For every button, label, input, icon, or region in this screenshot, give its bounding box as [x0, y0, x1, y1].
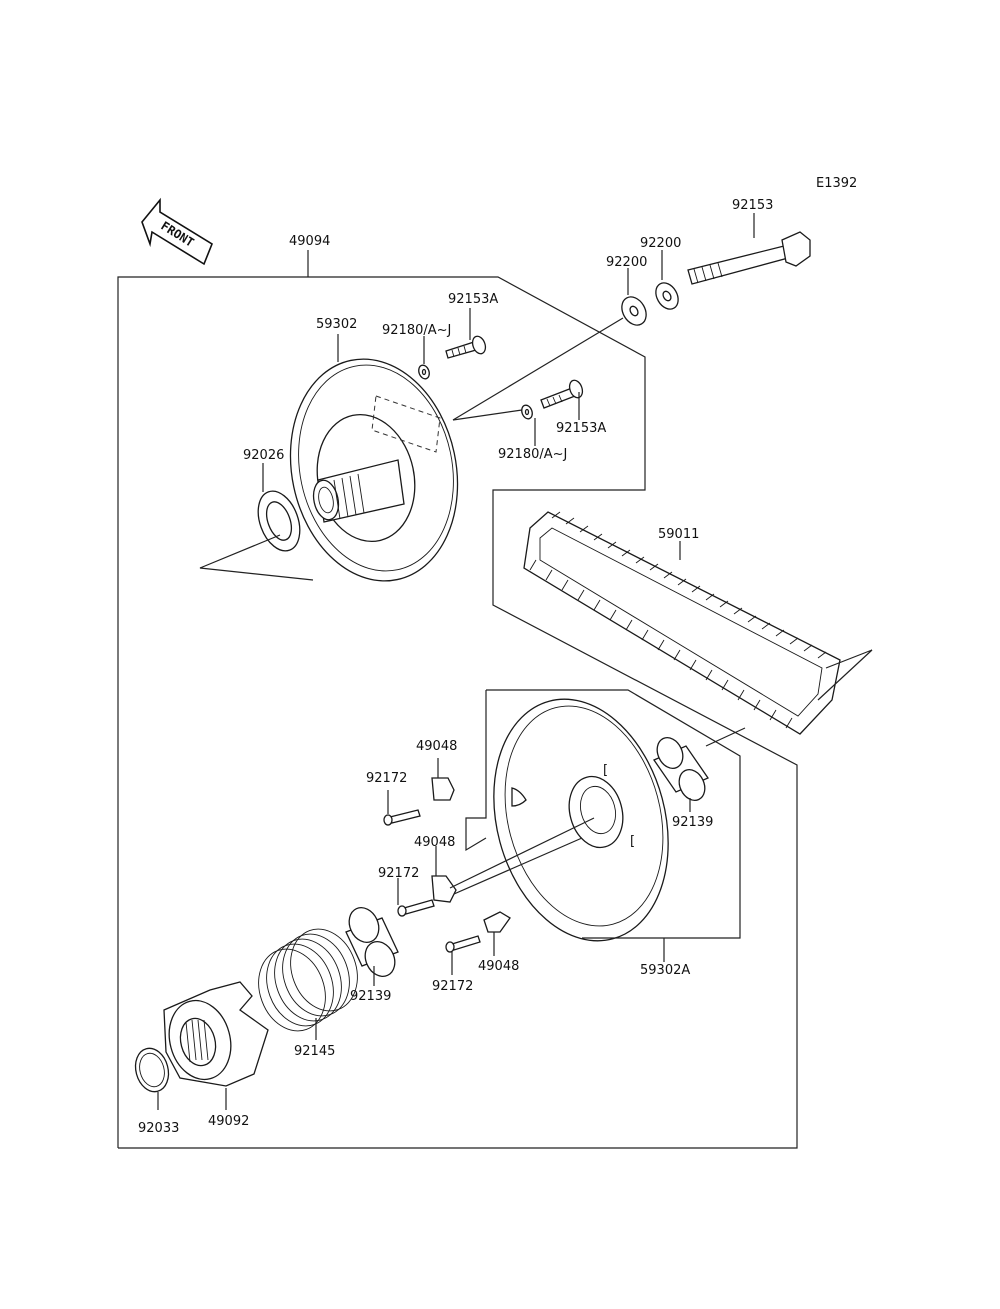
axis-line-top	[452, 317, 624, 421]
label-92172-b: 92172	[378, 866, 419, 881]
label-49048-c: 49048	[478, 959, 519, 974]
label-92153: 92153	[732, 198, 773, 213]
label-92026: 92026	[243, 448, 284, 463]
spacer-92026	[199, 463, 314, 581]
label-49094: 49094	[289, 234, 330, 249]
bolt-92172-a	[383, 790, 421, 826]
label-92153a-top: 92153A	[448, 292, 498, 307]
washer-92200-outer	[655, 250, 679, 310]
spring-92145	[258, 928, 358, 1040]
assembly-frame-49094	[117, 250, 798, 1149]
bushing-92139-right	[653, 727, 746, 812]
label-92172-a: 92172	[366, 771, 407, 786]
label-59302: 59302	[316, 317, 357, 332]
label-92180-mid: 92180/A~J	[498, 447, 567, 462]
label-92145: 92145	[294, 1044, 335, 1059]
label-92200-outer: 92200	[640, 236, 681, 251]
label-49048-a: 49048	[416, 739, 457, 754]
bolt-92153	[687, 213, 811, 285]
bushing-92139-left	[345, 906, 399, 986]
weight-49048-b	[431, 817, 595, 903]
front-arrow-icon: FRONT	[141, 197, 213, 266]
weight-49048-a	[431, 758, 455, 801]
cam-49092	[163, 981, 269, 1110]
svg-text:[: [	[603, 763, 608, 778]
driven-pulley-59302a: [ [	[465, 689, 741, 962]
weight-49048-c	[483, 911, 511, 956]
label-59011: 59011	[658, 527, 699, 542]
ref-code: E1392	[816, 176, 857, 191]
label-49092: 49092	[208, 1114, 249, 1129]
label-59302a: 59302A	[640, 963, 690, 978]
bolt-92172-b	[397, 878, 435, 917]
drive-belt-59011	[523, 511, 873, 735]
circlip-92033	[134, 1047, 170, 1110]
label-92139-left: 92139	[350, 989, 391, 1004]
label-92180-top: 92180/A~J	[382, 323, 451, 338]
bolt-92153a-top	[418, 308, 487, 380]
bolt-92153a-mid	[452, 379, 584, 446]
bolt-92172-c	[445, 935, 481, 975]
washer-92200-inner	[621, 268, 647, 326]
svg-text:[: [	[630, 834, 635, 849]
label-92172-c: 92172	[432, 979, 473, 994]
label-92200-inner: 92200	[606, 255, 647, 270]
label-92139-right: 92139	[672, 815, 713, 830]
label-49048-b: 49048	[414, 835, 455, 850]
label-92033: 92033	[138, 1121, 179, 1136]
label-92153a-mid: 92153A	[556, 421, 606, 436]
drive-pulley-59302	[289, 334, 459, 582]
